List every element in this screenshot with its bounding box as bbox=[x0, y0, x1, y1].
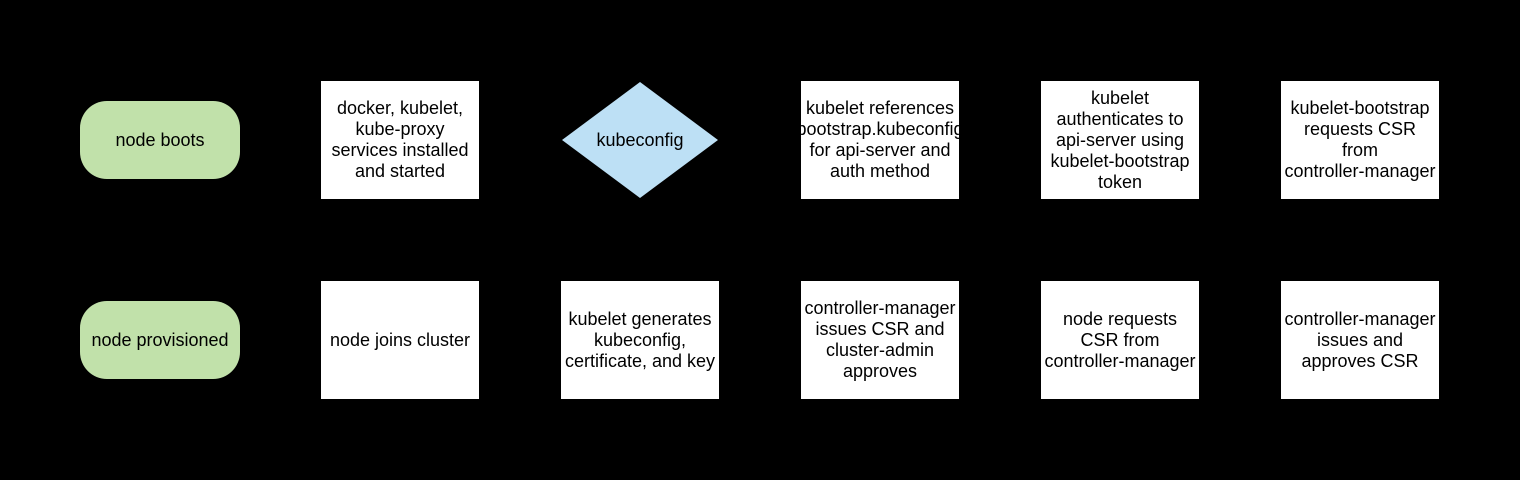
process-kubelet-authenticates: kubelet authenticates to api-server usin… bbox=[1041, 81, 1199, 199]
process-controller-manager-issues-approves-csr: controller-manager issues and approves C… bbox=[1281, 281, 1439, 399]
terminator-node-provisioned: node provisioned bbox=[80, 301, 240, 379]
process-kubelet-references-bootstrap-kubeconfig: kubelet references bootstrap.kubeconfig … bbox=[796, 81, 964, 199]
process-kubelet-generates-kubeconfig: kubelet generates kubeconfig, certificat… bbox=[561, 281, 719, 399]
terminator-node-boots: node boots bbox=[80, 101, 240, 179]
process-node-requests-csr: node requests CSR from controller-manage… bbox=[1041, 281, 1199, 399]
decision-kubeconfig: kubeconfig bbox=[562, 82, 718, 198]
process-controller-manager-issues-csr-cluster-admin-approves: controller-manager issues CSR and cluste… bbox=[801, 281, 959, 399]
process-services-installed: docker, kubelet, kube-proxy services ins… bbox=[321, 81, 479, 199]
process-node-joins-cluster: node joins cluster bbox=[321, 281, 479, 399]
process-kubelet-bootstrap-requests-csr: kubelet-bootstrap requests CSR from cont… bbox=[1281, 81, 1439, 199]
